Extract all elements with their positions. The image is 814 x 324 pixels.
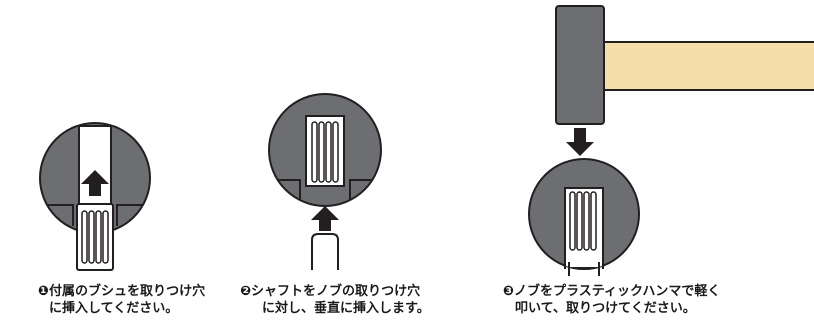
step3-knob bbox=[528, 158, 640, 270]
step1-caption-line2: に挿入してください。 bbox=[49, 301, 179, 316]
step2-arrow-up bbox=[311, 206, 339, 231]
hammer-handle bbox=[603, 41, 814, 91]
step2-illustration bbox=[268, 93, 382, 270]
step1-bushing bbox=[76, 203, 114, 271]
step2-caption-line2: に対し、垂直に挿入します。 bbox=[262, 301, 430, 316]
step2-shaft bbox=[311, 233, 339, 270]
step3-caption-line2: 叩いて、取りつけてください。 bbox=[515, 301, 696, 316]
step2-knob bbox=[268, 93, 382, 207]
hammer-head bbox=[555, 5, 605, 125]
step3-caption: ❸ノブをプラスティックハンマで軽く 叩いて、取りつけてください。 bbox=[503, 283, 720, 317]
step1-arrow-up bbox=[81, 170, 109, 196]
step2-caption: ❷シャフトをノブの取りつけ穴 に対し、垂直に挿入します。 bbox=[240, 283, 430, 317]
step3-arrow-down bbox=[566, 128, 594, 156]
step1-caption-line1: ❶付属のブシュを取りつけ穴 bbox=[38, 284, 206, 299]
step2-caption-line1: ❷シャフトをノブの取りつけ穴 bbox=[240, 284, 421, 299]
step1-caption: ❶付属のブシュを取りつけ穴 に挿入してください。 bbox=[38, 283, 205, 317]
step1-illustration bbox=[39, 122, 151, 271]
step3-caption-line1: ❸ノブをプラスティックハンマで軽く bbox=[503, 284, 721, 299]
step3-illustration bbox=[528, 5, 814, 276]
hammer bbox=[555, 5, 814, 125]
step3-shaft bbox=[568, 262, 600, 276]
